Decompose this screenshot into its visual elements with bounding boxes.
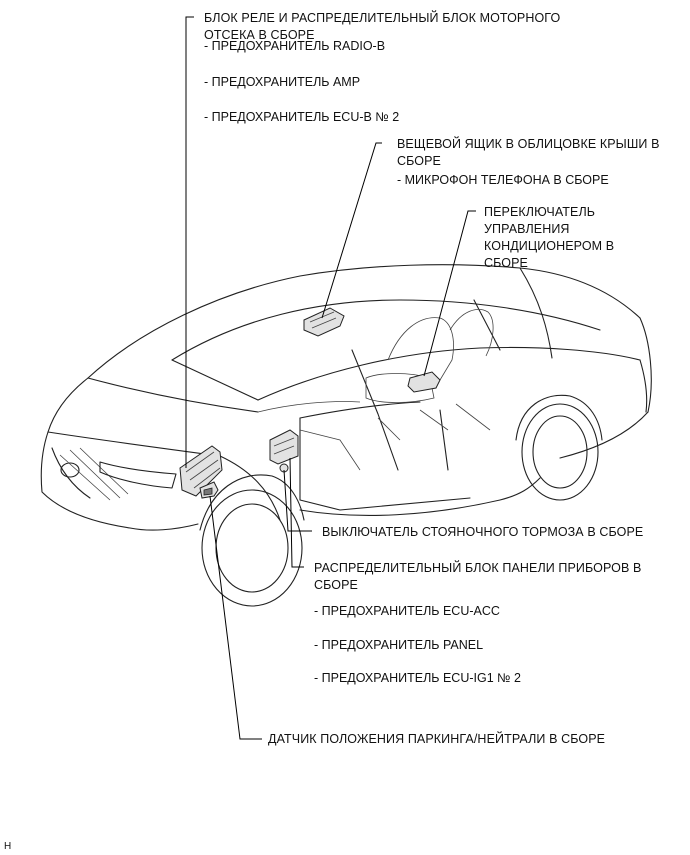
park-neutral-sensor-title: ДАТЧИК ПОЛОЖЕНИЯ ПАРКИНГА/НЕЙТРАЛИ В СБО… — [268, 732, 606, 746]
ac-switch-part — [407, 371, 441, 393]
corner-mark: H — [4, 841, 12, 852]
engine-relay-block-title: БЛОК РЕЛЕ И РАСПРЕДЕЛИТЕЛЬНЫЙ БЛОК МОТОР… — [204, 11, 561, 42]
fuse-panel: - ПРЕДОХРАНИТЕЛЬ PANEL — [314, 638, 484, 652]
fuse-radio-b: - ПРЕДОХРАНИТЕЛЬ RADIO-B — [204, 39, 386, 53]
parking-brake-switch-title: ВЫКЛЮЧАТЕЛЬ СТОЯНОЧНОГО ТОРМОЗА В СБОРЕ — [322, 525, 644, 539]
park-neutral-sensor-part — [199, 481, 219, 499]
instrument-panel-block-part — [269, 429, 299, 465]
fuse-ecu-acc: - ПРЕДОХРАНИТЕЛЬ ECU-ACC — [314, 604, 500, 618]
leader-lines — [185, 16, 476, 740]
engine-relay-block-part — [179, 445, 223, 497]
instrument-panel-block-title: РАСПРЕДЕЛИТЕЛЬНЫЙ БЛОК ПАНЕЛИ ПРИБОРОВ В… — [314, 561, 642, 592]
ac-switch-title: ПЕРЕКЛЮЧАТЕЛЬ УПРАВЛЕНИЯ КОНДИЦИОНЕРОМ В… — [484, 205, 615, 270]
fuse-ecu-ig1-2: - ПРЕДОХРАНИТЕЛЬ ECU-IG1 № 2 — [314, 671, 521, 685]
roof-console-title: ВЕЩЕВОЙ ЯЩИК В ОБЛИЦОВКЕ КРЫШИ В СБОРЕ — [397, 137, 660, 168]
fuse-ecu-b-2: - ПРЕДОХРАНИТЕЛЬ ECU-B № 2 — [204, 110, 400, 124]
phone-microphone: - МИКРОФОН ТЕЛЕФОНА В СБОРЕ — [397, 173, 609, 187]
fuse-amp: - ПРЕДОХРАНИТЕЛЬ AMP — [204, 75, 361, 89]
car-outline — [40, 264, 652, 607]
